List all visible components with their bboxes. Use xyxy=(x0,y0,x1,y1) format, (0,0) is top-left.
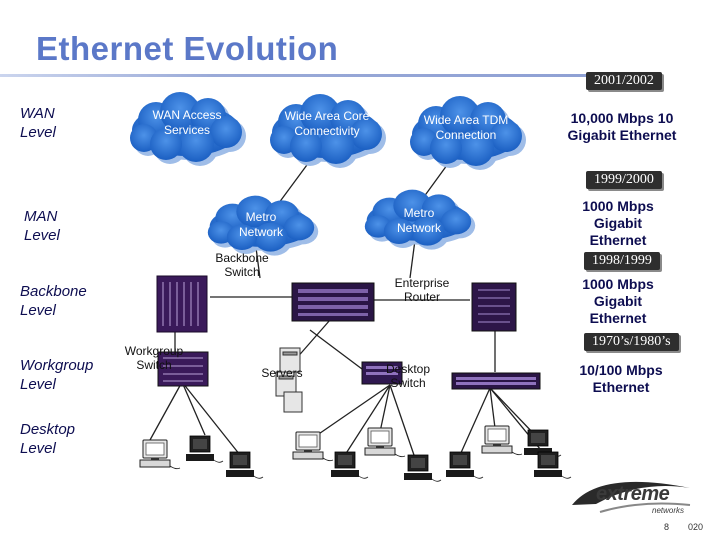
level-wan: WAN Level xyxy=(20,104,90,142)
level-backbone: Backbone Level xyxy=(20,282,110,320)
backbone-switch-rack xyxy=(292,283,374,321)
speed-10-100: 10/100 Mbps Ethernet xyxy=(556,362,686,396)
enterprise-router xyxy=(472,283,516,331)
speed-gigabit-a: 1000 Mbps Gigabit Ethernet xyxy=(572,198,664,249)
era-badge-1970s-1980s: 1970’s/1980’s xyxy=(584,333,679,351)
desktop-switch-center xyxy=(452,373,540,389)
label-backbone-switch: Backbone Switch xyxy=(206,251,278,279)
label-desktop-switch: Desktop Switch xyxy=(372,362,444,390)
era-badge-1999-2000: 1999/2000 xyxy=(586,171,662,189)
logo-tagline: networks xyxy=(652,506,684,515)
speed-gigabit-b: 1000 Mbps Gigabit Ethernet xyxy=(572,276,664,327)
label-servers: Servers xyxy=(254,366,310,380)
speed-10gig: 10,000 Mbps 10 Gigabit Ethernet xyxy=(563,110,681,144)
label-wide-area-core: Wide Area Core Connectivity xyxy=(278,109,376,139)
label-metro-network-right: Metro Network xyxy=(384,206,454,236)
servers xyxy=(276,348,302,412)
label-workgroup-switch: Workgroup Switch xyxy=(112,344,196,372)
label-wide-area-tdm: Wide Area TDM Connection xyxy=(420,113,512,143)
era-badge-2001: 2001/2002 xyxy=(586,72,662,90)
label-wan-access-services: WAN Access Services xyxy=(146,108,228,138)
level-man: MAN Level xyxy=(24,207,94,245)
logo-wordmark: extreme xyxy=(596,483,669,506)
level-desktop: Desktop Level xyxy=(20,420,100,458)
page-number: 8 xyxy=(664,522,669,532)
level-workgroup: Workgroup Level xyxy=(20,356,120,394)
slide-code: 020 xyxy=(688,522,703,532)
backbone-chassis-left xyxy=(157,276,207,332)
era-badge-1998-1999: 1998/1999 xyxy=(584,252,660,270)
label-metro-network-left: Metro Network xyxy=(226,210,296,240)
label-enterprise-router: Enterprise Router xyxy=(384,276,460,304)
